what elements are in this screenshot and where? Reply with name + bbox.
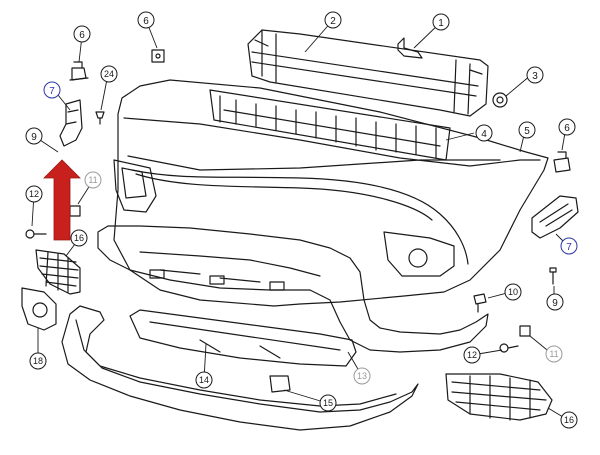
bumper-fascia (113, 79, 549, 307)
energy-absorber (209, 89, 451, 161)
callout-7a-label: 7 (49, 86, 55, 97)
callout-15-label: 15 (323, 398, 333, 408)
callout-11b: 11 (545, 345, 563, 363)
callout-4: 4 (475, 124, 493, 142)
callout-1: 1 (432, 13, 450, 31)
clip-6c (553, 151, 571, 173)
callout-9a-label: 9 (31, 132, 37, 143)
clip-6a (69, 61, 89, 81)
callout-9a: 9 (25, 127, 43, 145)
callout-2: 2 (324, 11, 342, 29)
reinforcement-beam (247, 29, 489, 117)
callout-7a: 7 (43, 81, 61, 99)
bracket-left (59, 99, 83, 147)
callout-12a-label: 12 (29, 189, 39, 199)
callout-14: 14 (195, 371, 213, 389)
grommet-3 (492, 92, 508, 108)
callout-24: 24 (100, 65, 118, 83)
callout-5-label: 5 (524, 126, 530, 137)
callout-6c-label: 6 (564, 123, 570, 134)
callout-12a: 12 (25, 185, 43, 203)
callout-2-label: 2 (330, 16, 336, 27)
callout-11b-label: 11 (549, 349, 558, 359)
callout-9b-label: 9 (552, 298, 558, 309)
nut-11b (519, 325, 531, 337)
screw-12b (499, 343, 519, 353)
callout-12b-label: 12 (467, 350, 477, 360)
callouts: 2 1 3 4 5 6 6 6 24 7 9 11 12 16 7 10 9 1… (25, 11, 578, 429)
callout-6a: 6 (73, 25, 91, 43)
pushpin-10 (473, 293, 487, 313)
callout-24-label: 24 (104, 69, 114, 79)
callout-6b-label: 6 (143, 16, 149, 27)
callout-13: 13 (353, 367, 371, 385)
fog-grille-right (445, 373, 553, 421)
callout-1-label: 1 (438, 18, 444, 29)
callout-16b-label: 16 (564, 415, 574, 425)
fastener-24 (95, 111, 105, 125)
callout-13-label: 13 (357, 371, 367, 381)
skid-plate (129, 309, 357, 367)
lower-valance (61, 305, 419, 431)
bracket-right (531, 195, 579, 239)
callout-18-label: 18 (33, 356, 43, 366)
callout-3-label: 3 (532, 71, 538, 82)
callout-6b: 6 (137, 11, 155, 29)
callout-4-label: 4 (481, 129, 487, 140)
tow-cover-15 (269, 375, 291, 393)
callout-7b: 7 (560, 237, 578, 255)
fog-grille-left (35, 249, 81, 295)
callout-11a-label: 11 (88, 175, 97, 185)
clip-6b (151, 49, 165, 63)
callout-3: 3 (526, 66, 544, 84)
callout-6c: 6 (558, 118, 576, 136)
callout-16b: 16 (560, 411, 578, 429)
callout-9b: 9 (546, 293, 564, 311)
callout-12b: 12 (463, 346, 481, 364)
callout-5: 5 (518, 121, 536, 139)
fog-bezel (21, 287, 57, 331)
callout-15: 15 (319, 394, 337, 412)
callout-6a-label: 6 (79, 30, 85, 41)
nut-11a (69, 205, 81, 217)
lower-trim (97, 225, 489, 353)
callout-16a: 16 (70, 229, 88, 247)
callout-10: 10 (504, 283, 522, 301)
callout-11a: 11 (84, 171, 102, 189)
screw-12a (25, 229, 47, 239)
red-arrow (43, 159, 81, 241)
callout-16a-label: 16 (74, 233, 84, 243)
callout-18: 18 (29, 352, 47, 370)
callout-10-label: 10 (508, 287, 518, 297)
bracket-clip (397, 37, 423, 59)
bolt-9b (549, 267, 557, 285)
callout-7b-label: 7 (566, 242, 572, 253)
callout-14-label: 14 (199, 375, 209, 385)
